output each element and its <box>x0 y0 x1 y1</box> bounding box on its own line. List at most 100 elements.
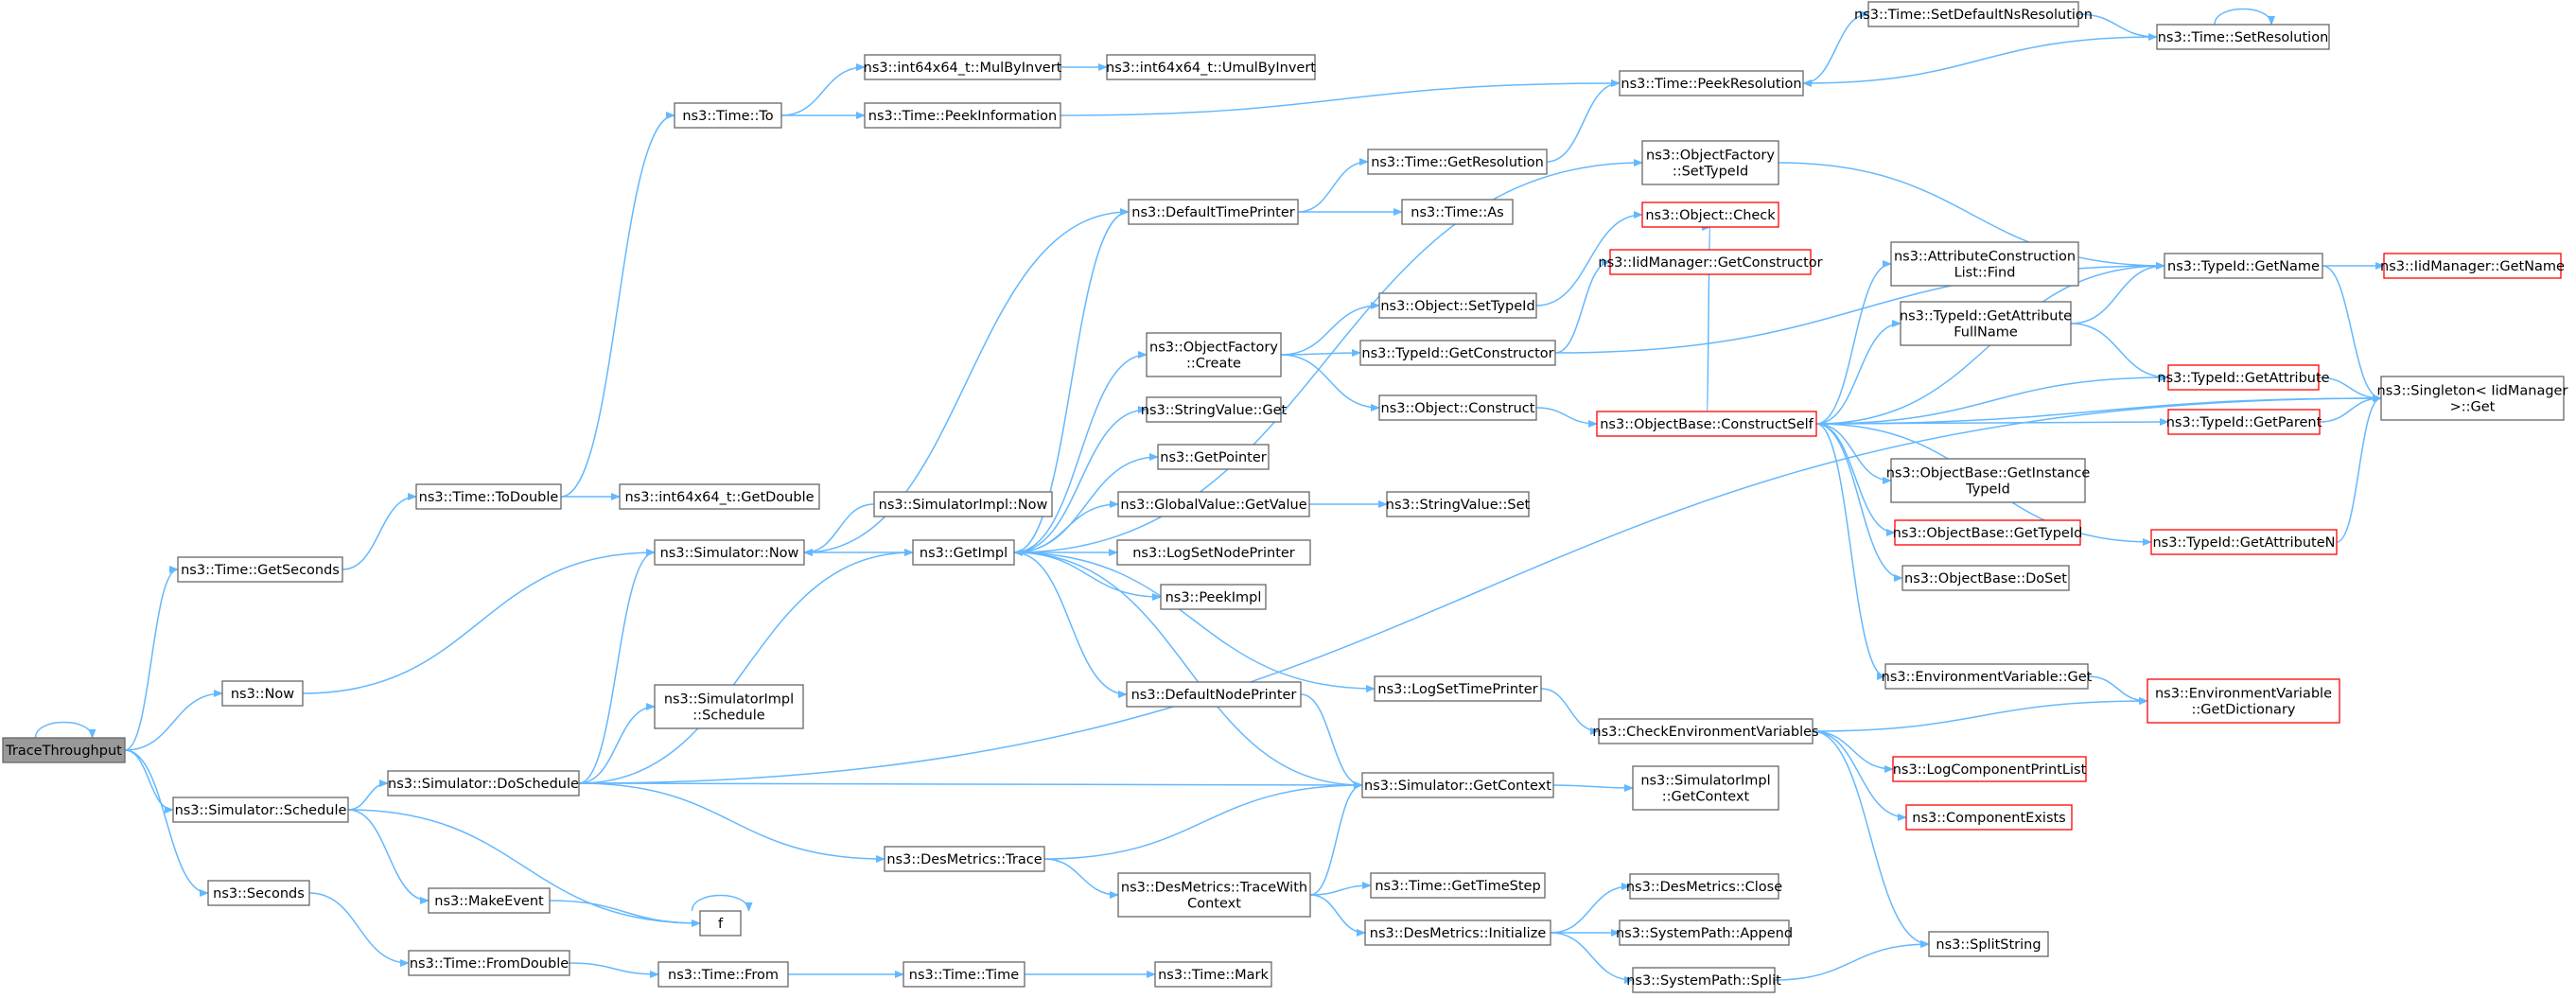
node-label: ns3::TypeId::GetAttribute <box>2157 371 2329 386</box>
graph-node-envget[interactable]: ns3::EnvironmentVariable::Get <box>1882 663 2093 690</box>
graph-node-getseconds[interactable]: ns3::Time::GetSeconds <box>177 556 343 583</box>
graph-node-implgetctx[interactable]: ns3::SimulatorImpl::GetContext <box>1632 765 1779 811</box>
call-edge <box>1815 320 1901 425</box>
node-label: ns3::TypeId::GetAttributeN <box>2152 535 2335 551</box>
graph-node-now[interactable]: ns3::Now <box>221 680 304 707</box>
call-edge <box>2214 8 2275 26</box>
node-label: ns3::Time::GetTimeStep <box>1375 879 1540 894</box>
graph-node-setdefres[interactable]: ns3::Time::SetDefaultNsResolution <box>1854 1 2093 27</box>
node-box <box>1128 199 1299 225</box>
graph-node-singleton[interactable]: ns3::Singleton< IidManager>::Get <box>2377 376 2568 421</box>
graph-node-obgettypeid[interactable]: ns3::ObjectBase::GetTypeId <box>1893 519 2083 546</box>
graph-node-checkenv[interactable]: ns3::CheckEnvironmentVariables <box>1592 718 1819 744</box>
node-box <box>415 483 562 510</box>
node-label: TypeId <box>1965 482 2010 498</box>
graph-node-compexists[interactable]: ns3::ComponentExists <box>1905 804 2073 831</box>
graph-node-iidgetname[interactable]: ns3::IidManager::GetName <box>2380 253 2565 279</box>
graph-node-dmtrace[interactable]: ns3::DesMetrics::Trace <box>884 846 1045 872</box>
graph-node-obdoset[interactable]: ns3::ObjectBase::DoSet <box>1901 565 2070 591</box>
graph-node-defnodeprinter[interactable]: ns3::DefaultNodePrinter <box>1126 681 1302 708</box>
graph-node-tidgetattrn[interactable]: ns3::TypeId::GetAttributeN <box>2150 529 2338 555</box>
graph-node-f[interactable]: f <box>699 910 742 937</box>
node-label: ns3::ObjectBase::DoSet <box>1904 571 2067 587</box>
graph-node-peekimpl[interactable]: ns3::PeekImpl <box>1160 584 1267 610</box>
node-box <box>207 880 310 906</box>
graph-node-simnow[interactable]: ns3::Simulator::Now <box>654 539 805 566</box>
graph-node-getpointer[interactable]: ns3::GetPointer <box>1157 444 1270 470</box>
graph-node-umulbyinvert[interactable]: ns3::int64x64_t::UmulByInvert <box>1106 54 1316 80</box>
graph-node-from[interactable]: ns3::Time::From <box>657 961 789 988</box>
node-label: ns3::SimulatorImpl <box>664 692 794 708</box>
graph-node-todouble[interactable]: ns3::Time::ToDouble <box>415 483 562 510</box>
call-edge <box>780 63 866 116</box>
graph-node-mark[interactable]: ns3::Time::Mark <box>1154 961 1272 988</box>
graph-node-getimpl[interactable]: ns3::GetImpl <box>912 539 1015 566</box>
graph-node-timeas[interactable]: ns3::Time::As <box>1401 199 1514 225</box>
graph-node-doschedule[interactable]: ns3::Simulator::DoSchedule <box>387 770 580 797</box>
graph-node-strvalget[interactable]: ns3::StringValue::Get <box>1141 396 1288 423</box>
graph-node-simgetctx[interactable]: ns3::Simulator::GetContext <box>1361 772 1554 798</box>
graph-node-logsettime[interactable]: ns3::LogSetTimePrinter <box>1374 675 1542 702</box>
graph-node-setres[interactable]: ns3::Time::SetResolution <box>2156 24 2330 50</box>
graph-node-fromdouble[interactable]: ns3::Time::FromDouble <box>408 950 570 976</box>
graph-node-tt[interactable]: TraceThroughput <box>2 737 126 763</box>
node-label: TraceThroughput <box>5 744 122 759</box>
graph-node-spsplit[interactable]: ns3::SystemPath::Split <box>1626 967 1781 993</box>
node-label: ns3::Time::PeekInformation <box>868 109 1057 124</box>
graph-node-getdouble[interactable]: ns3::int64x64_t::GetDouble <box>619 483 820 510</box>
graph-node-envgetdict[interactable]: ns3::EnvironmentVariable::GetDictionary <box>2147 678 2340 724</box>
call-edge <box>1013 549 1363 786</box>
graph-node-tidgetctor[interactable]: ns3::TypeId::GetConstructor <box>1359 340 1556 366</box>
graph-node-implsched[interactable]: ns3::SimulatorImpl::Schedule <box>654 684 804 729</box>
graph-node-objsettypeid[interactable]: ns3::Object::SetTypeId <box>1378 292 1537 319</box>
graph-node-offsettypeid[interactable]: ns3::ObjectFactory::SetTypeId <box>1641 140 1779 185</box>
graph-node-tidgetname[interactable]: ns3::TypeId::GetName <box>2164 253 2323 279</box>
graph-node-mulbyinvert[interactable]: ns3::int64x64_t::MulByInvert <box>864 54 1062 80</box>
graph-node-splitstring[interactable]: ns3::SplitString <box>1928 931 2049 957</box>
graph-node-peekres[interactable]: ns3::Time::PeekResolution <box>1619 70 1804 96</box>
node-box <box>1892 756 2087 782</box>
graph-node-gvgetvalue[interactable]: ns3::GlobalValue::GetValue <box>1117 491 1310 517</box>
graph-node-strvalset[interactable]: ns3::StringValue::Set <box>1386 491 1531 517</box>
graph-node-getres[interactable]: ns3::Time::GetResolution <box>1367 149 1548 175</box>
graph-node-dminit[interactable]: ns3::DesMetrics::Initialize <box>1364 919 1551 946</box>
node-box <box>1890 458 2086 503</box>
graph-node-deftimeprinter[interactable]: ns3::DefaultTimePrinter <box>1128 199 1299 225</box>
graph-node-logsetnode[interactable]: ns3::LogSetNodePrinter <box>1116 539 1311 566</box>
graph-node-timetime[interactable]: ns3::Time::Time <box>902 961 1025 988</box>
graph-node-iidgetctor[interactable]: ns3::IidManager::GetConstructor <box>1598 249 1823 275</box>
graph-node-constructself[interactable]: ns3::ObjectBase::ConstructSelf <box>1596 411 1817 437</box>
graph-node-makeevent[interactable]: ns3::MakeEvent <box>428 887 551 914</box>
graph-node-to[interactable]: ns3::Time::To <box>674 102 782 129</box>
call-edge <box>1013 351 1148 553</box>
graph-node-implnow[interactable]: ns3::SimulatorImpl::Now <box>873 491 1053 517</box>
edge-layer <box>34 8 2385 984</box>
graph-node-objconstruct[interactable]: ns3::Object::Construct <box>1378 394 1537 421</box>
graph-node-tidgetparent[interactable]: ns3::TypeId::GetParent <box>2166 409 2322 435</box>
graph-node-objcheck[interactable]: ns3::Object::Check <box>1641 201 1779 228</box>
graph-node-peekinfo[interactable]: ns3::Time::PeekInformation <box>864 102 1061 129</box>
node-label: ns3::TypeId::GetName <box>2167 259 2320 274</box>
call-edge <box>34 721 96 739</box>
node-box <box>1928 931 2049 957</box>
node-box <box>1146 396 1282 423</box>
call-edge <box>2322 265 2382 402</box>
graph-node-seconds[interactable]: ns3::Seconds <box>207 880 310 906</box>
graph-node-logcompprint[interactable]: ns3::LogComponentPrintList <box>1892 756 2087 782</box>
call-edge <box>1013 159 1643 553</box>
graph-node-ofcreate[interactable]: ns3::ObjectFactory::Create <box>1146 332 1282 377</box>
graph-node-tidgetattr[interactable]: ns3::TypeId::GetAttribute <box>2157 364 2330 391</box>
node-label: ns3::int64x64_t::MulByInvert <box>864 61 1062 76</box>
graph-node-dmclose[interactable]: ns3::DesMetrics::Close <box>1626 873 1782 900</box>
graph-node-spappend[interactable]: ns3::SystemPath::Append <box>1616 919 1793 946</box>
node-label: ns3::Time::GetSeconds <box>181 563 340 578</box>
graph-node-gettimestep[interactable]: ns3::Time::GetTimeStep <box>1370 872 1546 899</box>
node-label: ns3::Time::GetResolution <box>1371 155 1544 170</box>
call-edge <box>578 703 656 784</box>
node-box <box>654 684 804 729</box>
graph-node-simsched[interactable]: ns3::Simulator::Schedule <box>172 797 349 823</box>
